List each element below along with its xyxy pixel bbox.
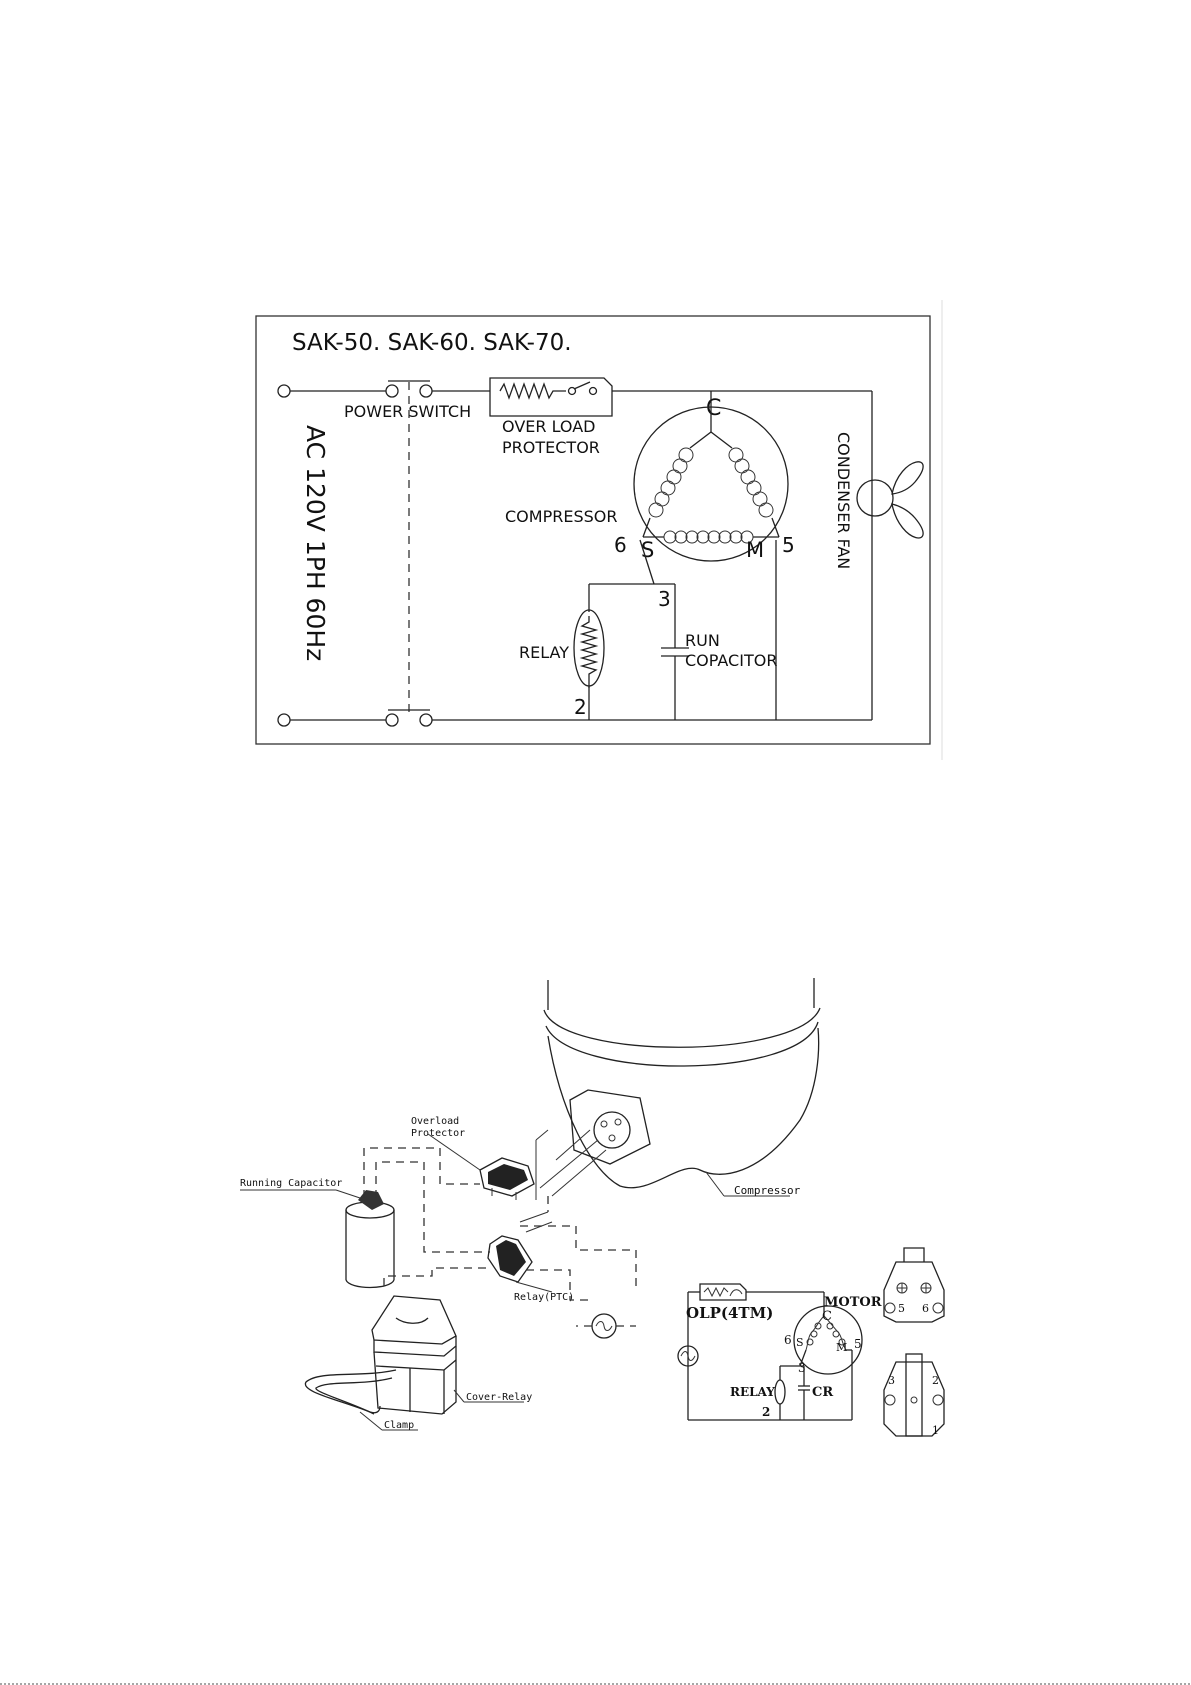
olp-symbol — [700, 1284, 746, 1300]
condenser-fan-label: CONDENSER FAN — [834, 432, 853, 569]
overload-label-line1: OVER LOAD — [502, 417, 596, 436]
compressor-motor-symbol: C S M — [634, 391, 788, 562]
condenser-fan-symbol — [857, 462, 923, 538]
running-capacitor-drawing — [346, 1190, 394, 1288]
cover-relay-drawing — [372, 1296, 456, 1414]
overload-callout-line1: Overload — [411, 1116, 459, 1127]
supply-terminal-bottom — [278, 714, 290, 726]
supply-terminal-top — [278, 385, 290, 397]
overload-label-line2: PROTECTOR — [502, 438, 600, 457]
mini-2-label: 2 — [762, 1405, 770, 1419]
schematic-frame — [256, 316, 930, 744]
mini-motor-label: MOTOR — [824, 1295, 882, 1310]
olp-pin-6: 6 — [922, 1302, 929, 1315]
pin-3-label: 3 — [658, 587, 671, 611]
mini-5-label: 5 — [854, 1337, 862, 1351]
supply-voltage-label: AC 120V 1PH 60Hz — [301, 425, 330, 661]
compressor-housing-drawing — [540, 978, 820, 1196]
mini-cr-label: CR — [812, 1385, 833, 1400]
wiring-schematic: SAK-50. SAK-60. SAK-70. POWER SWITCH OVE… — [256, 300, 942, 760]
compressor-callout: Compressor — [734, 1184, 801, 1197]
mini-relay-label: RELAY — [730, 1385, 775, 1399]
switch-contact-top-right — [420, 385, 432, 397]
mini-6-label: 6 — [784, 1333, 792, 1347]
terminal-m-label: M — [746, 538, 764, 562]
relay-pin-diagram: 3 2 1 — [884, 1354, 944, 1437]
relay-symbol — [574, 610, 604, 688]
relay-pin-2: 2 — [932, 1374, 939, 1387]
relay-label: RELAY — [519, 643, 569, 662]
cover-relay-callout: Cover-Relay — [466, 1392, 532, 1403]
relay-pin-1: 1 — [932, 1424, 939, 1437]
mini-c-label: C — [822, 1309, 832, 1324]
assembly-illustration: Compressor Overload Protector Relay(PTC) — [240, 978, 820, 1431]
relay-ptc-callout: Relay(PTC) — [514, 1292, 574, 1303]
pin-2-label: 2 — [574, 695, 587, 719]
run-capacitor-label-line2: COPACITOR — [685, 651, 777, 670]
mini-schematic: OLP(4TM) MOTOR C S M 6 5 3 RELAY 2 — [678, 1284, 882, 1420]
olp-pin-5: 5 — [898, 1302, 905, 1315]
schematic-title: SAK-50. SAK-60. SAK-70. — [292, 330, 572, 356]
clamp-drawing — [305, 1370, 396, 1414]
pin-6-label: 6 — [614, 533, 627, 557]
mini-olp-label: OLP(4TM) — [686, 1304, 773, 1322]
mini-s-label: S — [796, 1336, 804, 1349]
power-switch-label: POWER SWITCH — [344, 402, 471, 421]
terminal-c-label: C — [706, 396, 721, 421]
relay-pin-3: 3 — [888, 1374, 895, 1387]
relay-ptc-drawing — [488, 1212, 552, 1282]
overload-protector-drawing — [480, 1130, 548, 1200]
overload-protector-symbol — [490, 378, 612, 416]
compressor-label: COMPRESSOR — [505, 507, 617, 526]
mini-m-label: M — [836, 1341, 847, 1354]
running-capacitor-callout: Running Capacitor — [240, 1178, 342, 1189]
pin-5-label: 5 — [782, 533, 795, 557]
clamp-callout: Clamp — [384, 1420, 414, 1431]
overload-callout-line2: Protector — [411, 1128, 465, 1139]
run-capacitor-label-line1: RUN — [685, 631, 720, 650]
olp-pin-diagram: 5 6 — [884, 1248, 944, 1322]
mini-relay-symbol — [775, 1380, 785, 1404]
switch-contact-top-left — [386, 385, 398, 397]
